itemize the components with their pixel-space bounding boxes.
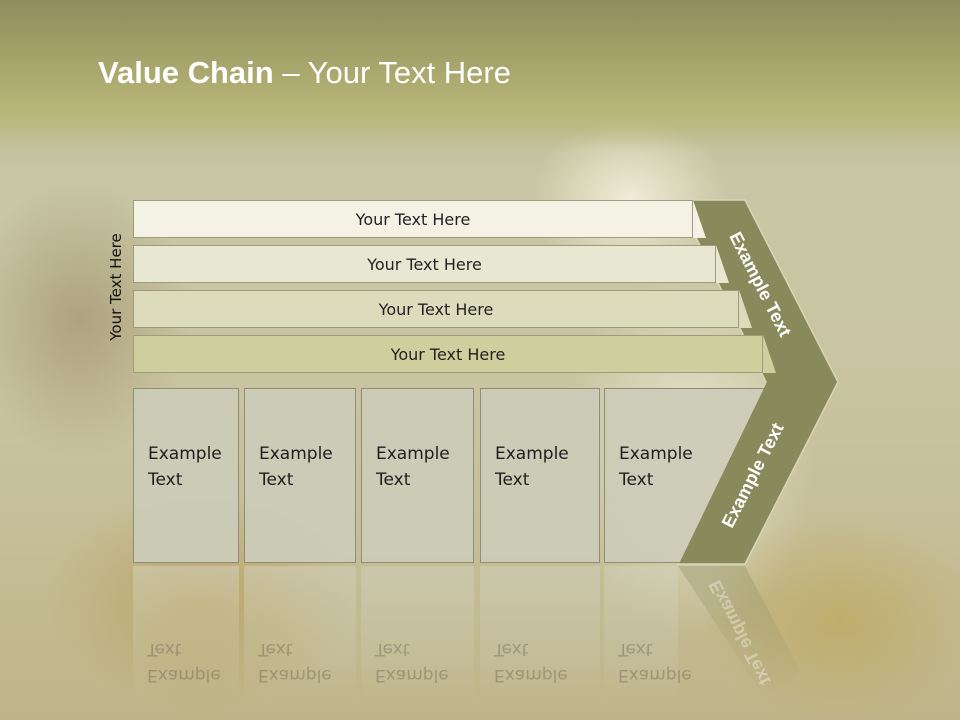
activity-row-label: Your Text Here <box>390 344 506 364</box>
activity-row-2[interactable]: Your Text Here <box>133 245 716 283</box>
activity-row-label: Your Text Here <box>355 209 471 229</box>
primary-activity-1[interactable]: Example Text <box>133 388 239 563</box>
cell-line2: Text <box>619 470 654 490</box>
title-rest: – Your Text Here <box>273 55 511 90</box>
cell-line1: Example <box>376 444 450 464</box>
chevron-arrow[interactable] <box>676 199 839 565</box>
title-banner <box>0 0 960 150</box>
activity-row-1[interactable]: Your Text Here <box>133 200 693 238</box>
activity-row-4[interactable]: Your Text Here <box>133 335 763 373</box>
activity-row-label: Your Text Here <box>367 254 482 274</box>
cell-line1: Example <box>619 444 693 464</box>
primary-activity-4[interactable]: Example Text <box>480 388 600 563</box>
cell-line1: Example <box>495 444 569 464</box>
cell-line2: Text <box>495 470 530 490</box>
chevron-reflection <box>678 566 800 700</box>
title-bold: Value Chain <box>98 55 274 90</box>
cell-line2: Text <box>148 470 183 490</box>
activity-row-3[interactable]: Your Text Here <box>133 290 739 328</box>
primary-activity-2[interactable]: Example Text <box>244 388 356 563</box>
cell-line1: Example <box>148 444 222 464</box>
slide-title[interactable]: Value Chain – Your Text Here <box>98 55 511 91</box>
cell-line2: Text <box>259 470 294 490</box>
cell-line1: Example <box>259 444 333 464</box>
primary-activity-3[interactable]: Example Text <box>361 388 474 563</box>
cell-line2: Text <box>376 470 411 490</box>
activity-row-label: Your Text Here <box>378 299 494 319</box>
